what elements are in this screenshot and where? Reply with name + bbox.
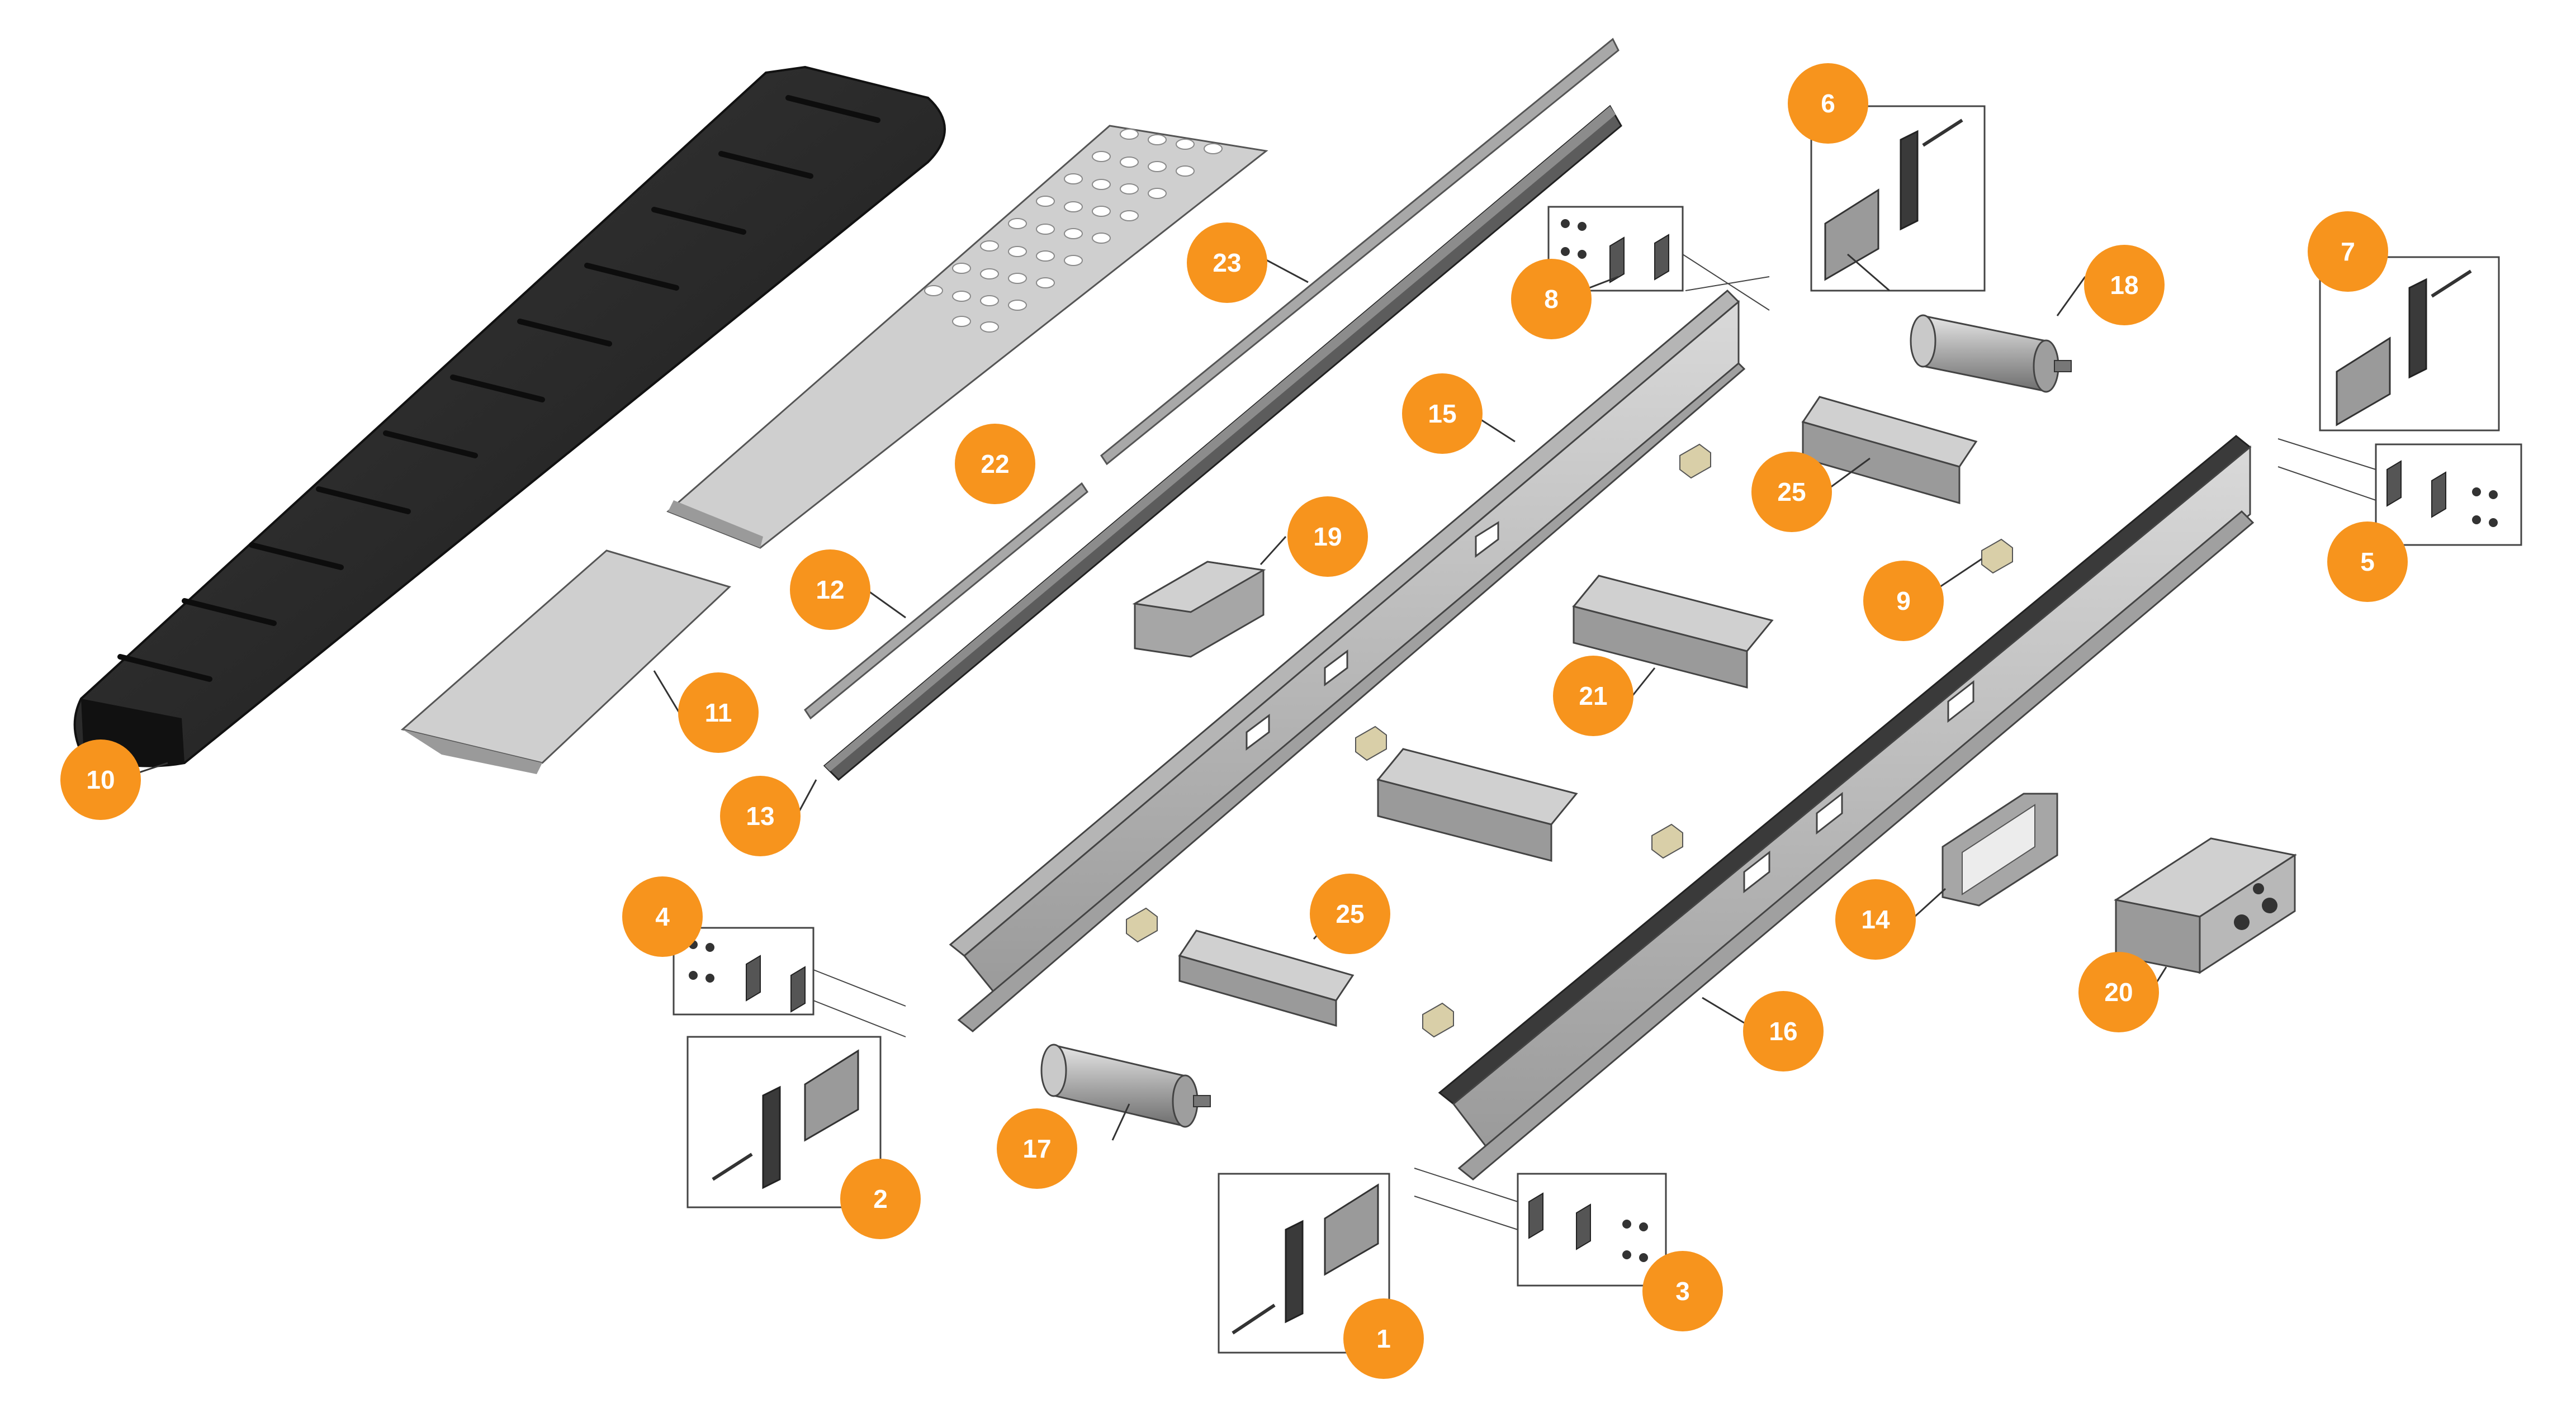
- badge-label: 10: [86, 765, 115, 794]
- badge-label: 23: [1213, 248, 1241, 277]
- badge-12: 12: [790, 549, 870, 630]
- badge-16: 16: [1743, 991, 1824, 1071]
- badge-label: 18: [2110, 271, 2138, 300]
- badge-17: 17: [997, 1108, 1077, 1189]
- badge-label: 9: [1896, 586, 1911, 615]
- badge-7: 7: [2308, 211, 2388, 292]
- badge-25a: 25: [1751, 452, 1832, 532]
- badge-8: 8: [1511, 259, 1592, 339]
- badge-22: 22: [955, 424, 1035, 504]
- badge-15: 15: [1402, 373, 1483, 454]
- badge-label: 21: [1579, 681, 1607, 710]
- badge-9: 9: [1863, 561, 1944, 641]
- badge-label: 16: [1769, 1017, 1797, 1046]
- badge-3: 3: [1642, 1251, 1723, 1331]
- badge-20: 20: [2078, 952, 2159, 1032]
- badge-label: 3: [1675, 1277, 1690, 1306]
- part-1-end-plate-set: [1218, 1173, 1390, 1354]
- part-20-control-box: [2114, 837, 2297, 974]
- badge-label: 11: [705, 698, 732, 727]
- badge-25b: 25: [1310, 874, 1390, 954]
- part-18-roller: [1910, 314, 2072, 393]
- badge-1: 1: [1343, 1298, 1424, 1379]
- badge-label: 14: [1861, 905, 1890, 934]
- badge-label: 17: [1022, 1134, 1051, 1163]
- badge-label: 1: [1376, 1324, 1391, 1353]
- callout-badges: 1 2 3 4 5 6 7 8 9 10 11 12 13 14 15 16 1…: [60, 63, 2408, 1379]
- badge-21: 21: [1553, 656, 1633, 736]
- part-21-crossmember: [1572, 575, 1774, 689]
- badge-label: 20: [2104, 978, 2133, 1007]
- part-6-end-plate-set: [1810, 105, 1986, 292]
- badge-11: 11: [678, 672, 759, 753]
- part-7-end-plate-set: [2319, 256, 2500, 432]
- part-2-end-plate-set: [686, 1036, 882, 1208]
- assembly-guide-lines: [813, 254, 2376, 1230]
- part-14-crossmember: [1942, 793, 2058, 907]
- badge-label: 8: [1544, 285, 1559, 314]
- badge-label: 12: [816, 575, 844, 604]
- part-25-crossmember-upper: [1801, 396, 1978, 504]
- part-19-crossmember: [1132, 561, 1266, 658]
- badge-label: 7: [2341, 237, 2355, 266]
- part-13-side-guide: [823, 105, 1622, 781]
- badge-label: 13: [746, 802, 774, 831]
- badge-10: 10: [60, 739, 141, 820]
- badge-label: 15: [1428, 399, 1456, 428]
- part-10-belt: [73, 65, 946, 767]
- part-15-side-frame: [949, 289, 1746, 1032]
- badge-14: 14: [1835, 879, 1916, 960]
- badge-5: 5: [2327, 521, 2408, 602]
- part-16-side-frame: [1438, 435, 2255, 1180]
- part-3-fastener-kit: [1517, 1173, 1667, 1287]
- badge-label: 19: [1313, 522, 1342, 551]
- badge-13: 13: [720, 776, 801, 856]
- badge-label: 25: [1777, 477, 1806, 506]
- part-17-roller: [1040, 1044, 1211, 1128]
- badge-2: 2: [840, 1159, 921, 1239]
- part-22-perforated-bed: [666, 125, 1268, 549]
- badge-label: 6: [1821, 89, 1835, 118]
- part-23-rail-strip: [1100, 37, 1620, 466]
- badge-18: 18: [2084, 245, 2165, 325]
- badge-19: 19: [1287, 496, 1368, 577]
- badge-6: 6: [1788, 63, 1868, 144]
- part-12-rail-strip: [803, 482, 1089, 720]
- part-4-fastener-kit: [673, 927, 815, 1016]
- part-8-fastener-kit: [1547, 206, 1684, 292]
- part-9-bracket: [1981, 538, 2013, 574]
- badge-label: 25: [1336, 899, 1364, 928]
- badge-label: 4: [655, 902, 670, 931]
- badge-label: 22: [981, 449, 1009, 478]
- part-25-crossmember-lower: [1178, 930, 1355, 1027]
- badge-23: 23: [1187, 222, 1267, 303]
- part-5-fastener-kit: [2375, 443, 2522, 546]
- part-bracket-small: [1126, 443, 1711, 1038]
- part-11-transfer-plate: [400, 549, 731, 774]
- badge-label: 5: [2360, 547, 2375, 576]
- badge-label: 2: [873, 1184, 888, 1213]
- part-crossmember-middle: [1376, 748, 1578, 862]
- badge-4: 4: [622, 876, 703, 957]
